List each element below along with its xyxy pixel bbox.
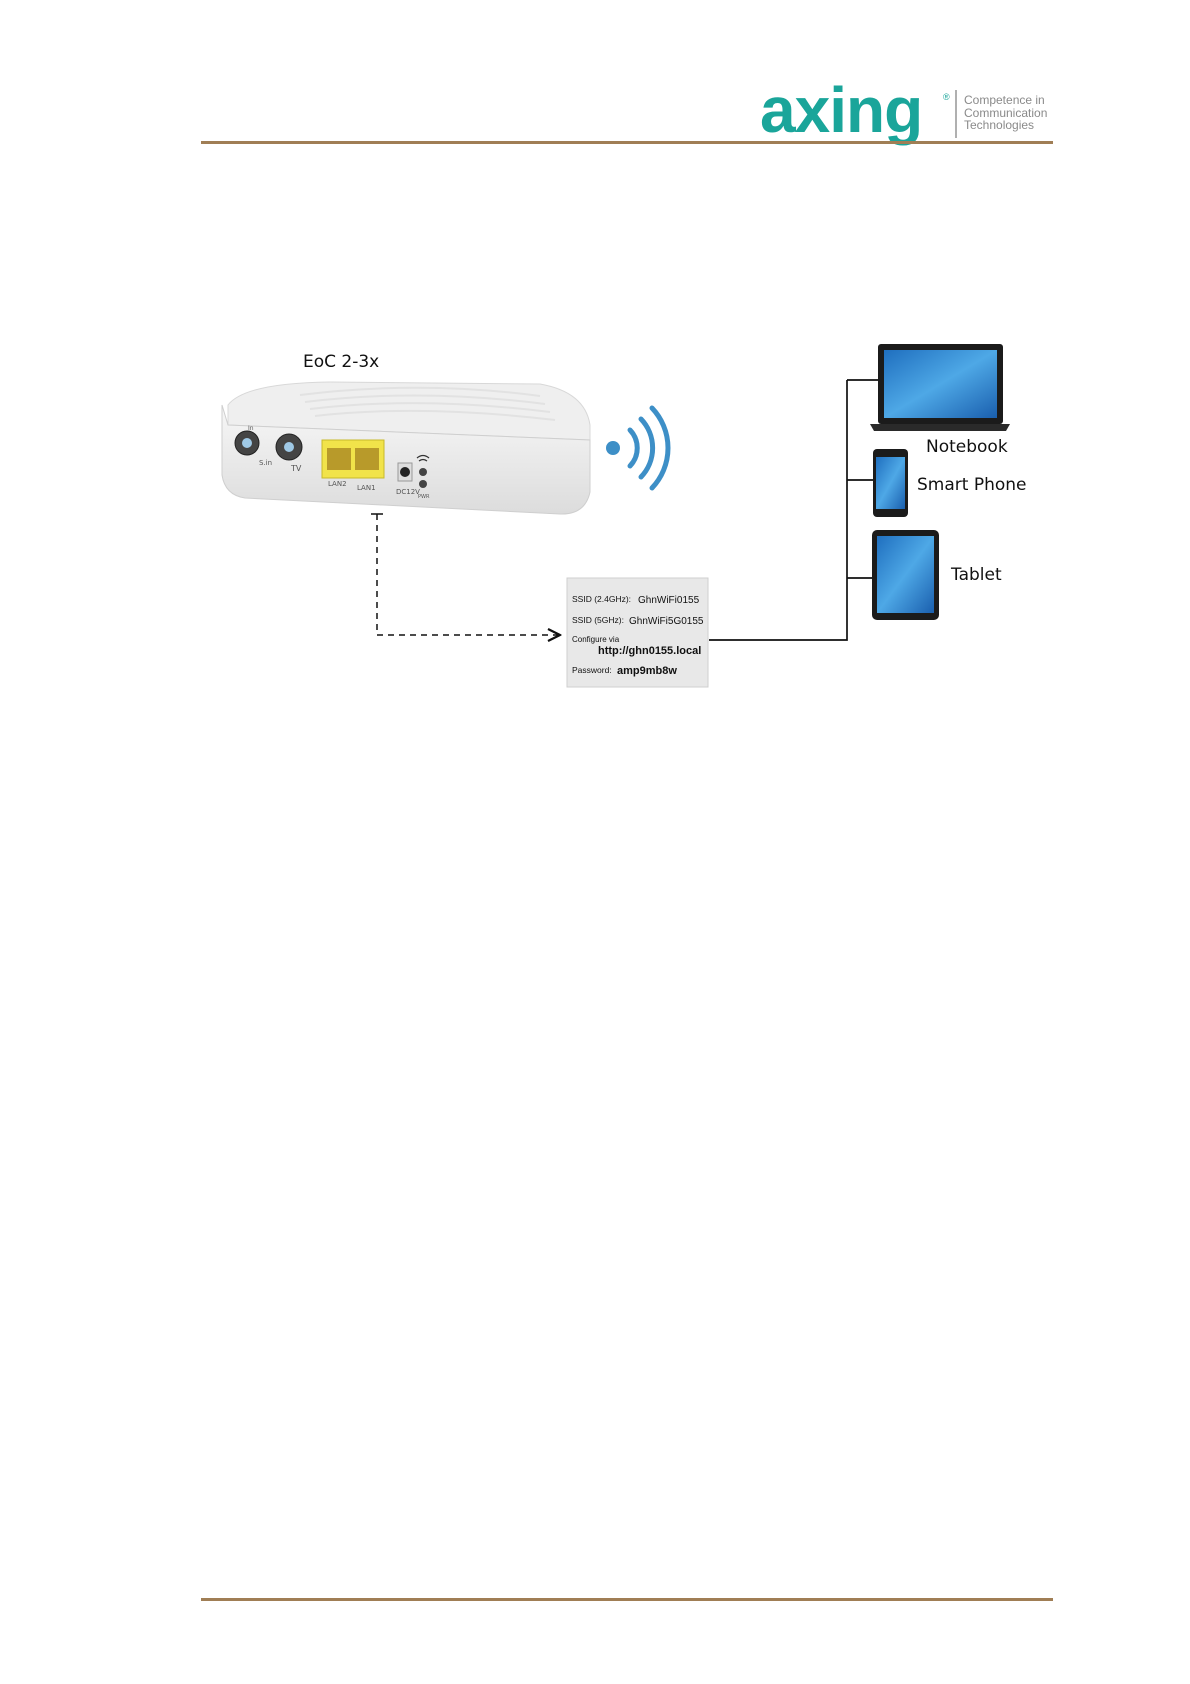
smartphone-label: Smart Phone xyxy=(917,475,1027,495)
dashed-connector xyxy=(377,514,560,635)
wifi-label-card: SSID (2.4GHz): GhnWiFi0155 SSID (5GHz): … xyxy=(567,578,708,687)
port-label-pwr: PWR xyxy=(418,494,430,500)
ssid5-value: GhnWiFi5G0155 xyxy=(629,616,704,627)
device-connectors xyxy=(709,380,897,640)
wifi-signal-icon xyxy=(606,408,668,488)
ssid24-value: GhnWiFi0155 xyxy=(638,595,700,606)
tablet-label: Tablet xyxy=(950,565,1002,585)
led-2 xyxy=(419,480,427,488)
eoc-device: In S.in TV LAN2 LAN1 DC12V PWR xyxy=(222,382,590,514)
ssid5-key: SSID (5GHz): xyxy=(572,615,624,625)
port-label-tv: TV xyxy=(290,464,302,473)
password-value: amp9mb8w xyxy=(617,665,677,677)
port-label-lan1: LAN1 xyxy=(357,484,376,492)
led-1 xyxy=(419,468,427,476)
tablet-icon xyxy=(872,530,939,620)
port-label-lan2: LAN2 xyxy=(328,480,347,488)
configure-label: Configure via xyxy=(572,635,620,644)
notebook-label: Notebook xyxy=(926,437,1008,457)
password-key: Password: xyxy=(572,665,612,675)
ssid24-key: SSID (2.4GHz): xyxy=(572,594,631,604)
port-label-in: In xyxy=(248,425,254,432)
port-label-sat: S.in xyxy=(259,459,272,467)
device-title: EoC 2-3x xyxy=(303,352,379,372)
port-label-dc: DC12V xyxy=(396,488,420,496)
smartphone-icon xyxy=(873,449,908,517)
notebook-icon xyxy=(870,344,1010,431)
config-url: http://ghn0155.local xyxy=(598,645,701,657)
